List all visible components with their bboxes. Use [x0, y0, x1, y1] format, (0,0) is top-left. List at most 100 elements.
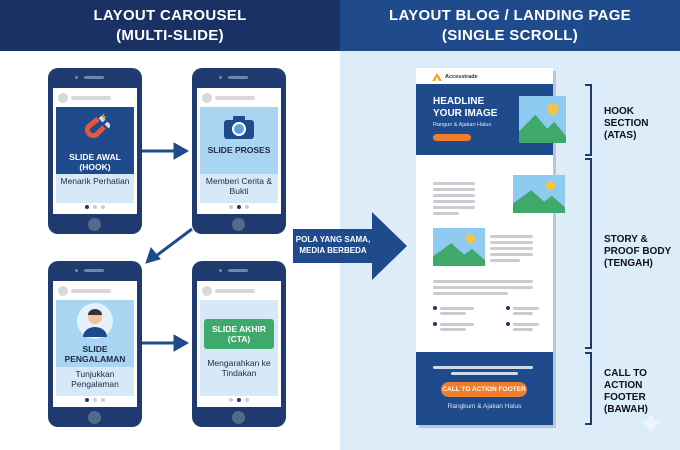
slide-caption: Mengarahkan ke Tindakan	[207, 358, 271, 378]
sparkle-icon	[641, 413, 661, 433]
label-line: ACTION	[604, 380, 643, 391]
label-story-body: STORY &PROOF BODY(TENGAH)	[604, 234, 671, 270]
bracket-story	[585, 158, 592, 349]
avatar-placeholder	[202, 93, 212, 103]
image-placeholder-icon	[513, 175, 565, 213]
carousel-subtitle: (MULTI-SLIDE)	[116, 27, 224, 44]
username-placeholder	[71, 96, 111, 100]
home-button	[88, 218, 101, 231]
username-placeholder	[215, 96, 255, 100]
pagination-dots	[53, 398, 137, 402]
speaker	[75, 269, 115, 272]
slide-title: SLIDE AKHIR (CTA)	[212, 324, 266, 344]
bracket-footer	[585, 352, 592, 425]
footer-line	[451, 372, 518, 375]
label-line: CALL TO	[604, 368, 647, 379]
center-arrow-line2: MEDIA BERBEDA	[299, 246, 367, 255]
brand-name: Accesstrade	[445, 74, 478, 80]
hook-section: HEADLINE YOUR IMAGE Rangun & Ajakan Halu…	[416, 84, 566, 155]
speaker	[75, 76, 115, 79]
footer-text: Rangkum & Ajakan Halus	[447, 403, 522, 410]
slide-card: SLIDE PROSES Memberi Cerita & Bukti	[200, 107, 278, 203]
bullet	[506, 306, 510, 310]
cta-badge: SLIDE AKHIR (CTA)	[204, 319, 274, 349]
avatar-placeholder	[202, 286, 212, 296]
hook-tagline: Rangun & Ajakan Halus	[433, 122, 492, 128]
phone-screen: SLIDE PROSES Memberi Cerita & Bukti	[197, 88, 281, 214]
slide-caption: Tunjukkan Pengalaman	[71, 369, 119, 389]
speaker	[219, 76, 259, 79]
hook-cta-button[interactable]	[433, 134, 471, 141]
story-body	[416, 155, 565, 352]
slide-card: SLIDE PENGALAMAN Tunjukkan Pengalaman	[56, 300, 134, 396]
avatar-placeholder	[58, 286, 68, 296]
slide-caption: Memberi Cerita & Bukti	[205, 176, 273, 196]
username-placeholder	[215, 289, 255, 293]
footer-line	[433, 366, 533, 369]
magnet-icon	[84, 113, 110, 139]
landing-title: LAYOUT BLOG / LANDING PAGE	[389, 7, 631, 24]
camera-icon	[224, 116, 254, 139]
phone-screen: SLIDE PENGALAMAN Tunjukkan Pengalaman	[53, 281, 137, 407]
image-placeholder-icon	[433, 228, 485, 266]
brand-logo: Accesstrade	[432, 71, 478, 83]
slide-card: SLIDE AKHIR (CTA) Mengarahkan ke Tindaka…	[200, 300, 278, 396]
label-line: (TENGAH)	[604, 258, 653, 269]
slide-title: SLIDE AWAL (HOOK)	[69, 152, 121, 172]
slide-caption: Menarik Perhatian	[60, 176, 130, 186]
landing-page-mock: Accesstrade HEADLINE YOUR IMAGE Rangun &…	[416, 68, 566, 425]
label-line: SECTION	[604, 118, 649, 129]
username-placeholder	[71, 289, 111, 293]
cta-footer: CALL TO ACTION FOOTER Rangkum & Ajakan H…	[416, 352, 553, 425]
carousel-header: LAYOUT CAROUSEL (MULTI-SLIDE)	[0, 0, 340, 51]
slide-card: SLIDE AWAL (HOOK) Menarik Perhatian	[56, 107, 134, 203]
phone-screen: SLIDE AKHIR (CTA) Mengarahkan ke Tindaka…	[197, 281, 281, 407]
slide-top: SLIDE PENGALAMAN	[56, 300, 134, 367]
label-line: HOOK	[604, 106, 634, 117]
pagination-dots	[197, 205, 281, 209]
phone-slide-proses: SLIDE PROSES Memberi Cerita & Bukti	[192, 68, 286, 234]
home-button	[232, 218, 245, 231]
label-line: (ATAS)	[604, 130, 637, 141]
avatar-placeholder	[58, 93, 68, 103]
phone-screen: SLIDE AWAL (HOOK) Menarik Perhatian	[53, 88, 137, 214]
arrow-right-bottom	[142, 334, 190, 352]
bullet	[433, 322, 437, 326]
home-button	[232, 411, 245, 424]
home-button	[88, 411, 101, 424]
pagination-dots	[53, 205, 137, 209]
headline: HEADLINE YOUR IMAGE	[433, 96, 497, 120]
label-line: PROOF BODY	[604, 246, 672, 257]
slide-title: SLIDE PENGALAMAN	[64, 344, 126, 364]
cta-footer-button[interactable]: CALL TO ACTION FOOTER	[441, 382, 527, 397]
slide-top: SLIDE AWAL (HOOK)	[56, 107, 134, 174]
phone-slide-hook: SLIDE AWAL (HOOK) Menarik Perhatian	[48, 68, 142, 234]
label-line: STORY &	[604, 234, 648, 245]
label-line: (BAWAH)	[604, 404, 648, 415]
phone-slide-akhir: SLIDE AKHIR (CTA) Mengarahkan ke Tindaka…	[192, 261, 286, 427]
carousel-title: LAYOUT CAROUSEL	[93, 7, 247, 24]
accesstrade-logo-icon	[432, 73, 442, 81]
bracket-hook	[585, 84, 592, 156]
big-arrow	[293, 212, 407, 280]
arrow-right-top	[142, 142, 190, 160]
landing-header: LAYOUT BLOG / LANDING PAGE (SINGLE SCROL…	[340, 0, 680, 51]
bullet	[433, 306, 437, 310]
slide-title: SLIDE PROSES	[207, 145, 271, 155]
person-avatar-icon	[77, 303, 113, 339]
landing-subtitle: (SINGLE SCROLL)	[441, 27, 579, 44]
center-arrow-label: POLA YANG SAMA, MEDIA BERBEDA	[293, 234, 373, 256]
center-arrow-line1: POLA YANG SAMA,	[295, 235, 371, 244]
pagination-dots	[197, 398, 281, 402]
arrow-diagonal	[145, 227, 193, 264]
headline-line1: HEADLINE	[433, 96, 485, 107]
bullet	[506, 322, 510, 326]
phone-slide-pengalaman: SLIDE PENGALAMAN Tunjukkan Pengalaman	[48, 261, 142, 427]
label-line: FOOTER	[604, 392, 646, 403]
speaker	[219, 269, 259, 272]
headline-line2: YOUR IMAGE	[433, 108, 498, 119]
